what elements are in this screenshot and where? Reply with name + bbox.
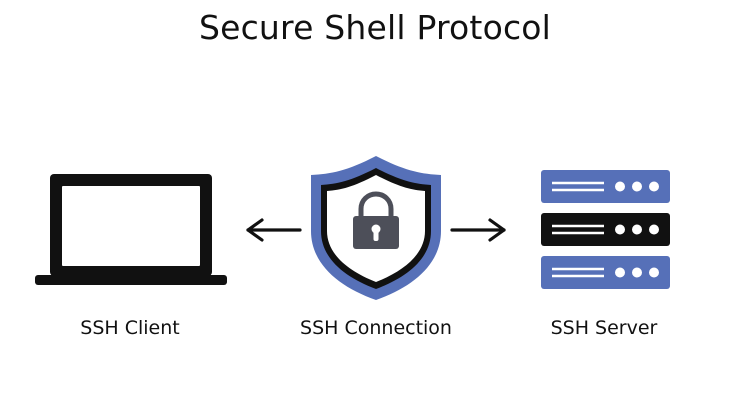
ssh-connection-label: SSH Connection: [300, 317, 452, 339]
ssh-client-label: SSH Client: [80, 317, 180, 339]
server-rack-icon: [541, 170, 670, 289]
arrow-left-icon: [246, 218, 302, 242]
laptop-icon: [35, 174, 227, 285]
arrow-right-icon: [450, 218, 506, 242]
diagram-title: Secure Shell Protocol: [198, 8, 552, 47]
shield-lock-icon: [311, 156, 441, 300]
server-unit-middle: [541, 213, 670, 246]
server-unit-bottom: [541, 256, 670, 289]
ssh-server-label: SSH Server: [550, 317, 658, 339]
server-unit-top: [541, 170, 670, 203]
